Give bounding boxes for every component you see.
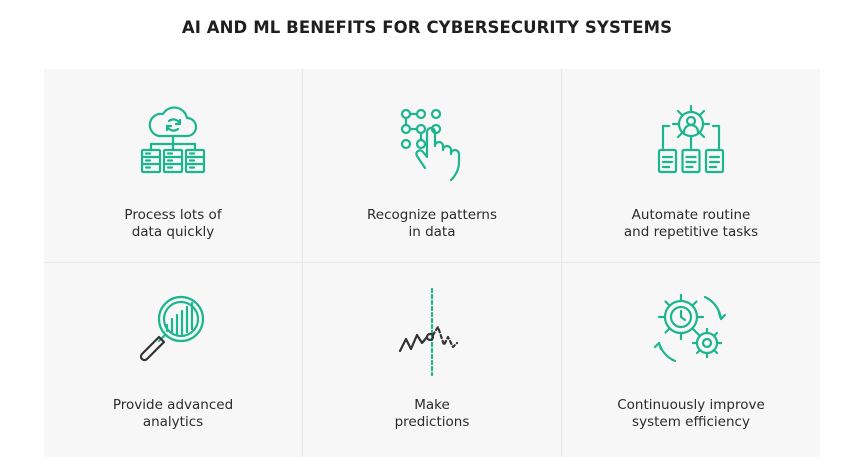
pattern-touch-icon — [400, 108, 461, 182]
prediction-line-icon — [398, 287, 459, 377]
divider — [302, 69, 303, 262]
magnifier-chart-icon — [139, 295, 205, 362]
gear-user-documents-icon — [657, 104, 725, 174]
gears-clock-cycle-icon — [653, 293, 727, 363]
cloud-servers-icon — [140, 106, 206, 174]
page-title: AI AND ML BENEFITS FOR CYBERSECURITY SYS… — [181, 18, 673, 37]
divider — [561, 263, 562, 457]
divider — [44, 262, 820, 263]
divider — [561, 69, 562, 262]
divider — [302, 263, 303, 457]
